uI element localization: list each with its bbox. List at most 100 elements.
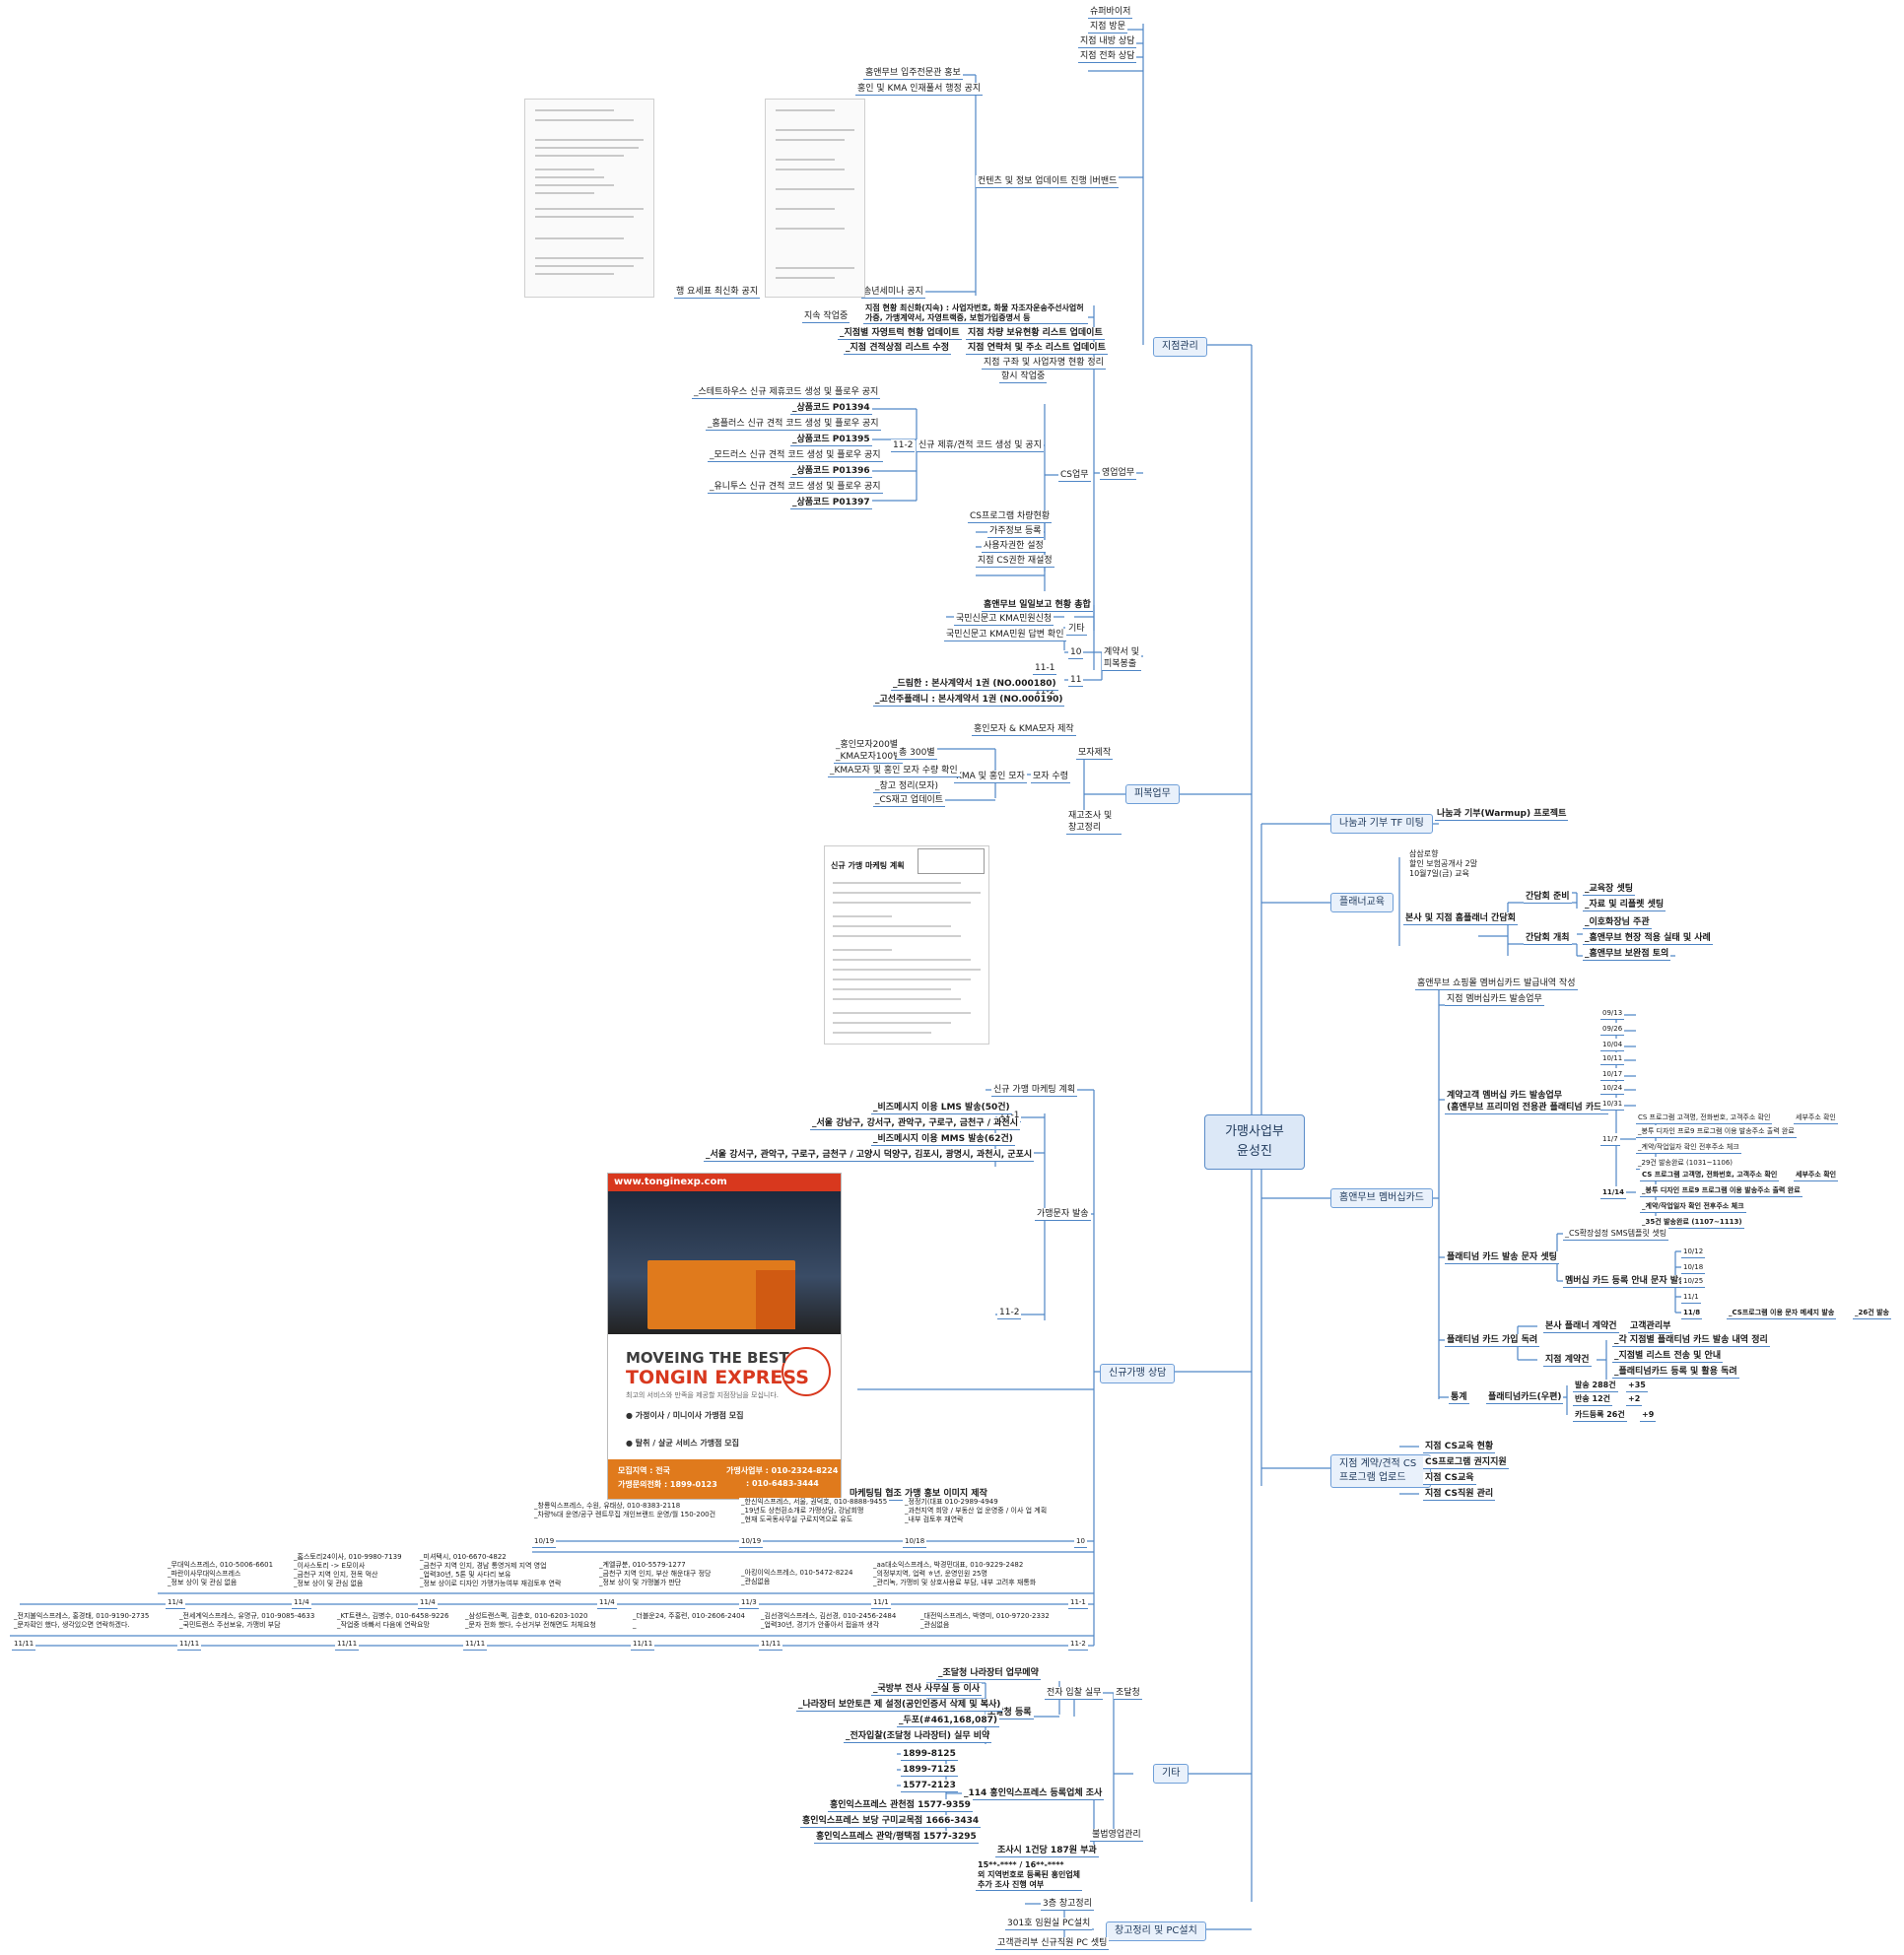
mem-date-2[interactable]: 10/04 xyxy=(1600,1039,1625,1051)
consult-row2-1[interactable]: _홈스토리24이사, 010-9980-7139 _이사스토리 -> E모이사 … xyxy=(292,1553,404,1588)
mms-area[interactable]: _서울 강서구, 관악구, 구로구, 금천구 / 고양시 덕양구, 김포시, 광… xyxy=(704,1149,1035,1162)
mem-join2-1[interactable]: _지점별 리스트 전송 및 안내 xyxy=(1612,1350,1724,1363)
mem-sms-date-3[interactable]: 11/1 xyxy=(1681,1291,1701,1304)
consult-row1-0[interactable]: _창룡익스프레스, 수원, 유태상, 010-8383-2118 _차량%대 운… xyxy=(532,1502,718,1519)
root-node[interactable]: 가맹사업부 윤성진 xyxy=(1204,1114,1305,1170)
mem-1114-1[interactable]: _봉투 디자인 프로9 프로그램 이용 발송주소 출력 완료 xyxy=(1640,1184,1802,1197)
mem-stat-2[interactable]: 카드등록 26건 xyxy=(1573,1409,1627,1422)
jijeom-top-3[interactable]: 지점 전화 상담 xyxy=(1078,50,1137,63)
mem-join1[interactable]: 본사 플래너 계약건 xyxy=(1543,1320,1619,1333)
consult-row3-2[interactable]: _KT트랜스, 김병수, 010-6458-9226 _작업중 바빠서 다음에 … xyxy=(335,1612,451,1630)
cs-item-r0[interactable]: 지점 CS교육 현황 xyxy=(1423,1441,1496,1453)
update-1b[interactable]: 지점 차량 보유현황 리스트 업데이트 xyxy=(966,327,1105,340)
mem-contract-card[interactable]: 계약고객 멤버십 카드 발송업무 (홈앤무브 프리미엄 전용관 플래티넘 카드) xyxy=(1445,1090,1608,1114)
cs-item-0[interactable]: CS프로그램 차량현황 xyxy=(968,510,1053,523)
mem-planner-card[interactable]: 플래티넘 카드 발송 문자 셋팅 xyxy=(1445,1251,1559,1264)
mem-a2[interactable]: 지점 멤버십카드 발송업무 xyxy=(1445,993,1544,1006)
update-1[interactable]: _지점별 자영트럭 현황 업데이트 xyxy=(838,327,962,340)
mem-join2-2[interactable]: _플래티넘카드 등록 및 활용 독려 xyxy=(1612,1366,1739,1379)
code-0[interactable]: _스테트하우스 신규 제휴코드 생성 및 플로우 공지 xyxy=(692,386,881,399)
regist-1[interactable]: _나라장터 보안토큰 제 설정(공인인증서 삭제 및 복사) xyxy=(796,1699,1003,1712)
mem-date-3[interactable]: 10/11 xyxy=(1600,1052,1625,1065)
code-date[interactable]: 11-2 xyxy=(891,439,916,452)
consult-row3-5[interactable]: _김선경익스프레스, 김선경, 010-2456-2484 _업력30년, 경기… xyxy=(759,1612,899,1630)
mem-last[interactable]: _CS프로그램 이용 문자 메세지 발송 xyxy=(1727,1307,1837,1319)
code-5[interactable]: _상품코드 P01396 xyxy=(790,465,872,478)
elec[interactable]: 전자 입찰 실무 xyxy=(1045,1687,1104,1700)
update-3[interactable]: 지점 구좌 및 사업자명 현황 정리 xyxy=(982,357,1106,370)
planner-prep-1[interactable]: _자료 및 리플렛 셋팅 xyxy=(1583,899,1666,911)
lms-area[interactable]: _서울 강남구, 강서구, 관악구, 구로구, 금천구 / 과천시 xyxy=(810,1117,1020,1130)
mem-date-1[interactable]: 09/26 xyxy=(1600,1023,1625,1036)
cs-item-r1[interactable]: CS프로그램 권지지원 xyxy=(1423,1456,1509,1469)
shop-0[interactable]: 홍인익스프레스 관천점 1577-9359 xyxy=(828,1799,973,1812)
planner-prep-0[interactable]: _교육장 셋팅 xyxy=(1583,883,1636,896)
extra[interactable]: 15**-**** / 16**-**** 외 지역번호로 등록된 홍인업체 추… xyxy=(976,1860,1083,1891)
mem-date-4[interactable]: 10/17 xyxy=(1600,1068,1625,1081)
bul[interactable]: 불법영업관리 xyxy=(1090,1829,1143,1842)
update-2b[interactable]: 지점 연락처 및 주소 리스트 업데이트 xyxy=(966,342,1108,355)
planner-open-2[interactable]: _홈앤무브 보완점 토의 xyxy=(1583,948,1671,961)
shop-1[interactable]: 홍인익스프레스 보당 구미교목점 1666-3434 xyxy=(800,1815,982,1828)
cs-item-2[interactable]: 사용자권한 설정 xyxy=(982,540,1046,553)
shop-2[interactable]: 홍인익스프레스 관악/평택점 1577-3295 xyxy=(814,1831,979,1844)
num-0[interactable]: 1899-8125 xyxy=(901,1748,958,1761)
code-6[interactable]: _유니투스 신규 견적 코드 생성 및 플로우 공지 xyxy=(708,481,883,494)
planner-open-0[interactable]: _이호화장님 주관 xyxy=(1583,916,1652,929)
mem-stat[interactable]: 통계 xyxy=(1449,1391,1469,1404)
update-2[interactable]: _지점 견적상점 리스트 수정 xyxy=(844,342,951,355)
consult-row3-0[interactable]: _전지불익스프레스, 홍경태, 010-9190-2735 _문자확인 했다, … xyxy=(12,1612,152,1630)
planner-top[interactable]: 삼삼로향 할인 보험공개사 2말 10월7일(금) 교육 xyxy=(1407,849,1480,879)
total[interactable]: 조사시 1건당 187원 부과 xyxy=(995,1845,1099,1857)
yeongeop[interactable]: 영업업무 xyxy=(1100,467,1137,480)
regist-0[interactable]: _국방부 전사 사무실 등 이사 xyxy=(871,1683,983,1696)
contract-label[interactable]: 계약서 및 피복봉출 xyxy=(1102,646,1141,671)
gita-label[interactable]: 기타 xyxy=(1066,623,1087,636)
mem-117-0[interactable]: CS 프로그램 고객명, 전화번호, 고객주소 확인 xyxy=(1636,1112,1773,1124)
marketing-plan[interactable]: 신규 가맹 마케팅 계획 xyxy=(991,1084,1078,1097)
s114[interactable]: _114 홍인익스프레스 등록업체 조사 xyxy=(962,1787,1105,1800)
num-2[interactable]: 1577-2123 xyxy=(901,1780,958,1792)
cs-item-1[interactable]: 가주정보 등록 xyxy=(987,525,1044,538)
consult-row3-6[interactable]: _대전익스프레스, 박영미, 010-9720-2332 _관심없음 xyxy=(918,1612,1052,1630)
moja-cs[interactable]: _CS재고 업데이트 xyxy=(873,794,946,807)
content-update[interactable]: 컨텐츠 및 정보 업데이트 진행 xyxy=(976,175,1089,188)
munja-d2[interactable]: 11-2 xyxy=(997,1307,1022,1319)
munja[interactable]: 가맹문자 발송 xyxy=(1035,1208,1091,1221)
mem-join[interactable]: 플래티넘 카드 가입 독려 xyxy=(1445,1334,1540,1347)
code-4[interactable]: _모드러스 신규 견적 코드 생성 및 플로우 공지 xyxy=(708,449,883,462)
elec-1[interactable]: _조달청 나라장터 업무메약 xyxy=(936,1667,1041,1680)
moja-1[interactable]: 홍인모자 & KMA모자 제작 xyxy=(972,723,1076,736)
planner-main[interactable]: 본사 및 지점 홈플래너 간담회 xyxy=(1403,912,1518,925)
mem-1114-0[interactable]: CS 프로그램 고객명, 전화번호, 고객주소 확인 xyxy=(1640,1169,1780,1181)
mem-1114-side[interactable]: 세부주소 확인 xyxy=(1794,1169,1839,1181)
consult-row1-1[interactable]: _한신익스프레스, 서울, 권덕호, 010-8888-9455 _19년도 상… xyxy=(739,1498,890,1524)
consult-row1-2[interactable]: _정정기(대표 010-2989-4949 _과천지역 희망 / 부동산 업 운… xyxy=(903,1498,1050,1524)
branch-planner[interactable]: 플래너교육 xyxy=(1330,893,1394,912)
fee-notice[interactable]: 행 요세표 최신화 공지 xyxy=(674,286,761,299)
code-2[interactable]: _홈플러스 신규 견적 코드 생성 및 플로우 공지 xyxy=(706,418,881,431)
contract-0[interactable]: _드림한 : 본사계약서 1권 (NO.000180) xyxy=(891,678,1058,691)
mem-cs-sms[interactable]: _CS확장설정 SMS템플릿 셋팅 xyxy=(1563,1228,1669,1241)
cs-item-r2[interactable]: 지점 CS교육 xyxy=(1423,1472,1476,1485)
changgo-2[interactable]: 고객관리부 신규직원 PC 셋팅 xyxy=(995,1937,1110,1950)
mem-join2-0[interactable]: _각 지점별 플래티넘 카드 발송 내역 정리 xyxy=(1612,1334,1770,1347)
jisok-label[interactable]: 지속 작업중 xyxy=(802,310,850,323)
contract-date-0[interactable]: 10 xyxy=(1068,646,1084,659)
new-code[interactable]: 신규 제휴/견적 코드 생성 및 공지 xyxy=(917,439,1044,452)
branch-changgo[interactable]: 창고정리 및 PC설치 xyxy=(1106,1921,1206,1941)
regist-3[interactable]: _전자입찰(조달청 나라장터) 실무 비약 xyxy=(844,1730,992,1743)
consult-row2-4[interactable]: _아킹이익스프레스, 010-5472-8224 _관심없음 xyxy=(739,1569,855,1586)
mem-1114-2[interactable]: _계약/작업일자 확인 전후주소 체크 xyxy=(1640,1200,1746,1213)
consult-row3-4[interactable]: _더블운24, 주홍련, 010-2606-2404 _ xyxy=(631,1612,747,1630)
consult-row3-1[interactable]: _전세계익스프레스, 유명규, 010-9085-4633 _국민트랜스 주선보… xyxy=(177,1612,317,1630)
mem-date-5[interactable]: 10/24 xyxy=(1600,1082,1625,1095)
consult-row2-2[interactable]: _미셔택시, 010-6670-4822 _금천구 지역 인지, 경남 통영거제… xyxy=(418,1553,564,1588)
contract-date-1[interactable]: 11 xyxy=(1068,674,1084,687)
cs-task[interactable]: CS업무 xyxy=(1058,469,1091,482)
changgo-1[interactable]: 301호 임원실 PC설치 xyxy=(1005,1918,1093,1930)
daily-report[interactable]: 홈앤무브 일일보고 현황 총합 xyxy=(982,599,1093,612)
lms[interactable]: _비즈메시지 이용 LMS 발송(50건) xyxy=(871,1102,1012,1114)
jisok-item[interactable]: 지점 현황 최신화(지속) : 사업자번호, 화물 자조자운송주선사업허가증, … xyxy=(863,303,1088,324)
consult-row2-5[interactable]: _aa대소익스프레스, 박경민대표, 010-9229-2482 _의정부지역,… xyxy=(871,1561,1039,1587)
